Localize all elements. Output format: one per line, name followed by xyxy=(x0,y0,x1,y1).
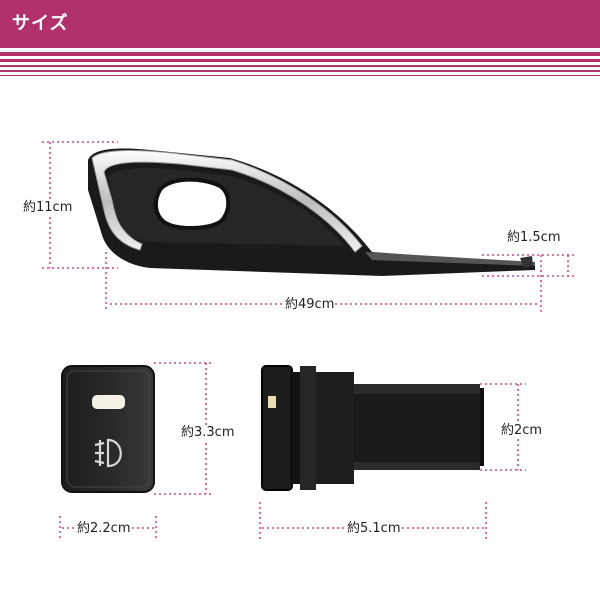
bezel-height-label: 約11cm xyxy=(22,200,74,215)
bezel-width-label: 約49cm xyxy=(284,297,336,312)
switch-length-label: 約5.1cm xyxy=(346,521,402,536)
switch-body-height-label: 約2cm xyxy=(500,423,544,438)
header-stripes xyxy=(0,42,600,82)
switch-height-label: 約3.3cm xyxy=(180,425,236,440)
switch-front xyxy=(61,365,155,493)
fog-lamp-bezel xyxy=(88,148,535,276)
section-header: サイズ xyxy=(0,0,600,42)
fog-lamp-icon xyxy=(94,438,122,468)
section-title: サイズ xyxy=(12,13,69,34)
switch-side xyxy=(261,365,484,491)
bezel-depth-label: 約1.5cm xyxy=(506,230,562,245)
switch-width-label: 約2.2cm xyxy=(76,521,132,536)
